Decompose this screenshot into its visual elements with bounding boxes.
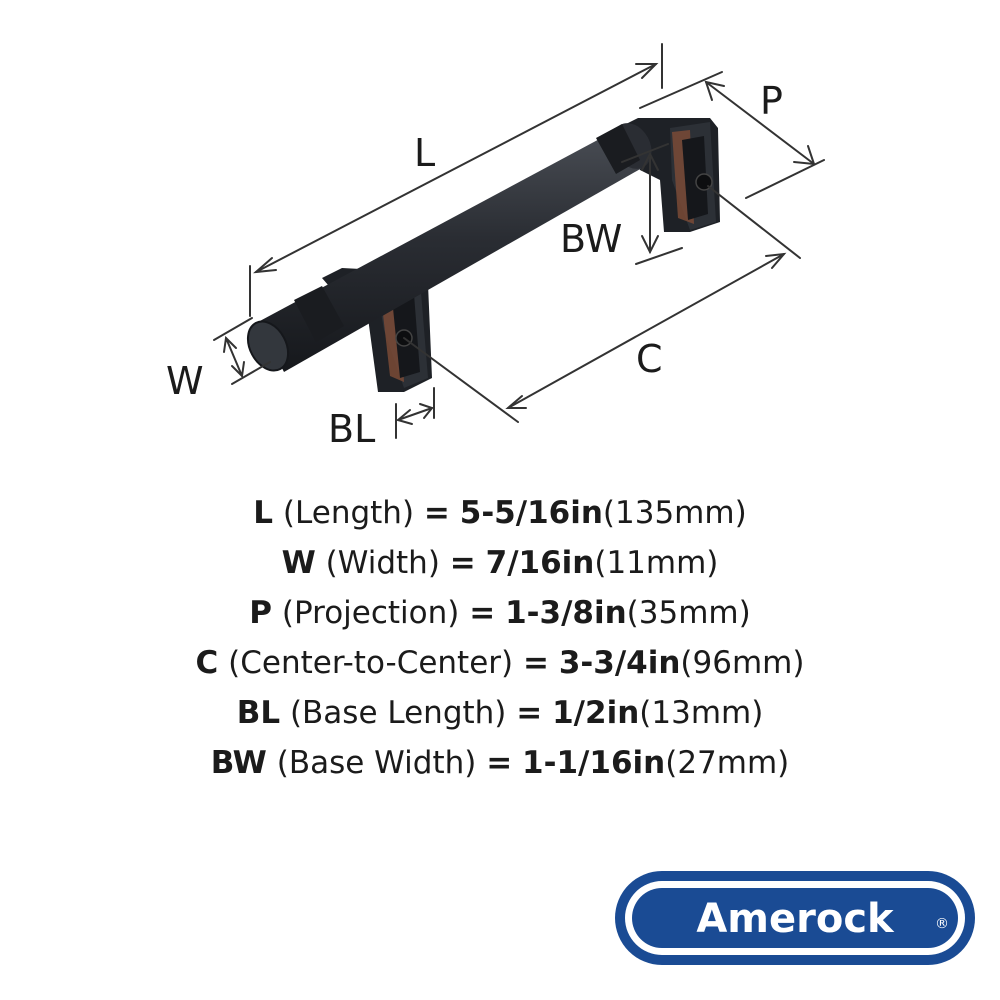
spec-value: 3-3/4in <box>558 645 681 681</box>
base-width-dimension <box>621 143 683 265</box>
length-label: L <box>414 131 435 175</box>
dimension-lines <box>213 43 825 439</box>
width-dimension <box>213 317 271 385</box>
spec-equals: = <box>516 695 543 731</box>
spec-equals: = <box>423 495 450 531</box>
width-label: W <box>166 359 204 403</box>
left-bar-end-face <box>246 320 290 372</box>
spec-value: 5-5/16in <box>459 495 603 531</box>
spec-value: 1/2in <box>552 695 640 731</box>
spec-symbol: W <box>281 545 316 581</box>
spec-name: (Length) <box>282 495 415 531</box>
spec-metric: (11mm) <box>594 545 719 581</box>
spec-symbol: C <box>195 645 219 681</box>
spec-metric: (135mm) <box>602 495 747 531</box>
base-width-label: BW <box>560 217 622 261</box>
spec-name: (Base Width) <box>276 745 477 781</box>
projection-dimension <box>639 71 825 199</box>
spec-base-width: BW (Base Width) = 1-1/16in(27mm) <box>0 738 1000 788</box>
spec-metric: (13mm) <box>639 695 764 731</box>
spec-metric: (35mm) <box>626 595 751 631</box>
dimension-spec-list: L (Length) = 5-5/16in(135mm) W (Width) =… <box>0 488 1000 788</box>
base-length-label: BL <box>328 407 375 451</box>
amerock-logo: Amerock ® <box>615 871 975 965</box>
base-length-dimension <box>395 387 435 439</box>
length-dimension <box>249 43 663 317</box>
spec-width: W (Width) = 7/16in(11mm) <box>0 538 1000 588</box>
spec-equals: = <box>449 545 476 581</box>
spec-name: (Width) <box>325 545 440 581</box>
spec-length: L (Length) = 5-5/16in(135mm) <box>0 488 1000 538</box>
spec-name: (Center-to-Center) <box>228 645 514 681</box>
brand-name: Amerock <box>696 896 895 942</box>
spec-equals: = <box>469 595 496 631</box>
spec-name: (Projection) <box>281 595 460 631</box>
spec-base-length: BL (Base Length) = 1/2in(13mm) <box>0 688 1000 738</box>
spec-value: 1-3/8in <box>505 595 627 631</box>
spec-value: 7/16in <box>485 545 595 581</box>
spec-value: 1-1/16in <box>522 745 666 781</box>
center-to-center-dimension <box>403 185 801 423</box>
spec-name: (Base Length) <box>289 695 507 731</box>
registered-mark: ® <box>935 916 949 932</box>
spec-symbol: L <box>253 495 274 531</box>
spec-metric: (27mm) <box>665 745 790 781</box>
spec-metric: (96mm) <box>680 645 805 681</box>
handle-bar <box>258 128 642 372</box>
spec-equals: = <box>486 745 513 781</box>
spec-equals: = <box>522 645 549 681</box>
spec-symbol: P <box>249 595 273 631</box>
spec-center-to-center: C (Center-to-Center) = 3-3/4in(96mm) <box>0 638 1000 688</box>
center-to-center-label: C <box>636 337 663 381</box>
projection-label: P <box>760 79 783 123</box>
spec-projection: P (Projection) = 1-3/8in(35mm) <box>0 588 1000 638</box>
handle-dimension-diagram: L P BW W C BL <box>166 43 825 451</box>
spec-symbol: BL <box>236 695 281 731</box>
spec-symbol: BW <box>210 745 267 781</box>
